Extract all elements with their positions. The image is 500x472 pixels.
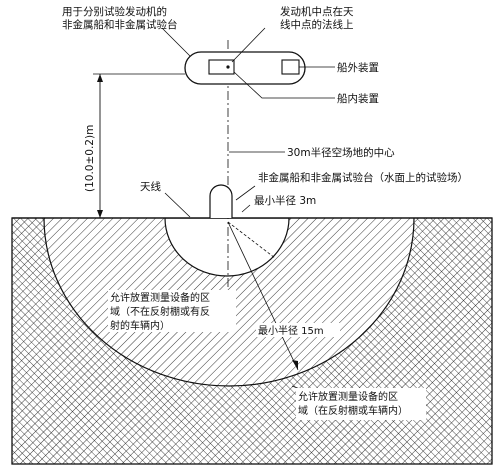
- label-outer-device: 船外装置: [337, 61, 379, 74]
- label-platform: 非金属船和非金属试验台（水面上的试验场）: [258, 171, 468, 184]
- label-zone-inner-line2: 域（不在反射棚或有反: [110, 305, 210, 318]
- label-top-right-line1: 发动机中点在天: [280, 5, 354, 18]
- label-min-radius-3m: 最小半径 3m: [254, 194, 316, 207]
- label-dimension: (10.0±0.2)m: [84, 125, 96, 192]
- label-top-left-line2: 非金属船和非金属试验台: [62, 18, 178, 31]
- label-inner-device: 船内装置: [337, 92, 379, 105]
- label-top-right-line2: 线中点的法线上: [280, 18, 354, 31]
- label-zone-inner-line3: 射的车辆内）: [110, 319, 170, 332]
- inner-device-box: [208, 59, 235, 75]
- radius-15m-arc: [43, 217, 415, 387]
- label-zone-outer-line2: 域（在反射棚或车辆内）: [298, 404, 408, 417]
- label-zone-inner-line1: 允许放置测量设备的区: [110, 291, 210, 304]
- label-min-radius-15m: 最小半径 15m: [258, 324, 324, 337]
- radius-15m-line: [227, 221, 299, 371]
- label-antenna: 天线: [140, 180, 161, 193]
- label-center-30m: 30m半径空场地的中心: [287, 146, 395, 159]
- label-top-left-line1: 用于分别试验发动机的: [62, 5, 167, 18]
- outer-measurement-zone: [12, 218, 492, 464]
- engine-midpoint: [226, 65, 230, 69]
- label-zone-outer-line1: 允许放置测量设备的区: [298, 390, 398, 403]
- outer-device-box: [281, 59, 300, 75]
- leader-top-right: [231, 27, 266, 63]
- leader-top-left: [161, 27, 191, 57]
- leader-inner-device: [233, 71, 335, 99]
- leader-platform: [235, 185, 256, 201]
- leader-antenna: [164, 192, 191, 218]
- antenna-shape: [209, 184, 233, 218]
